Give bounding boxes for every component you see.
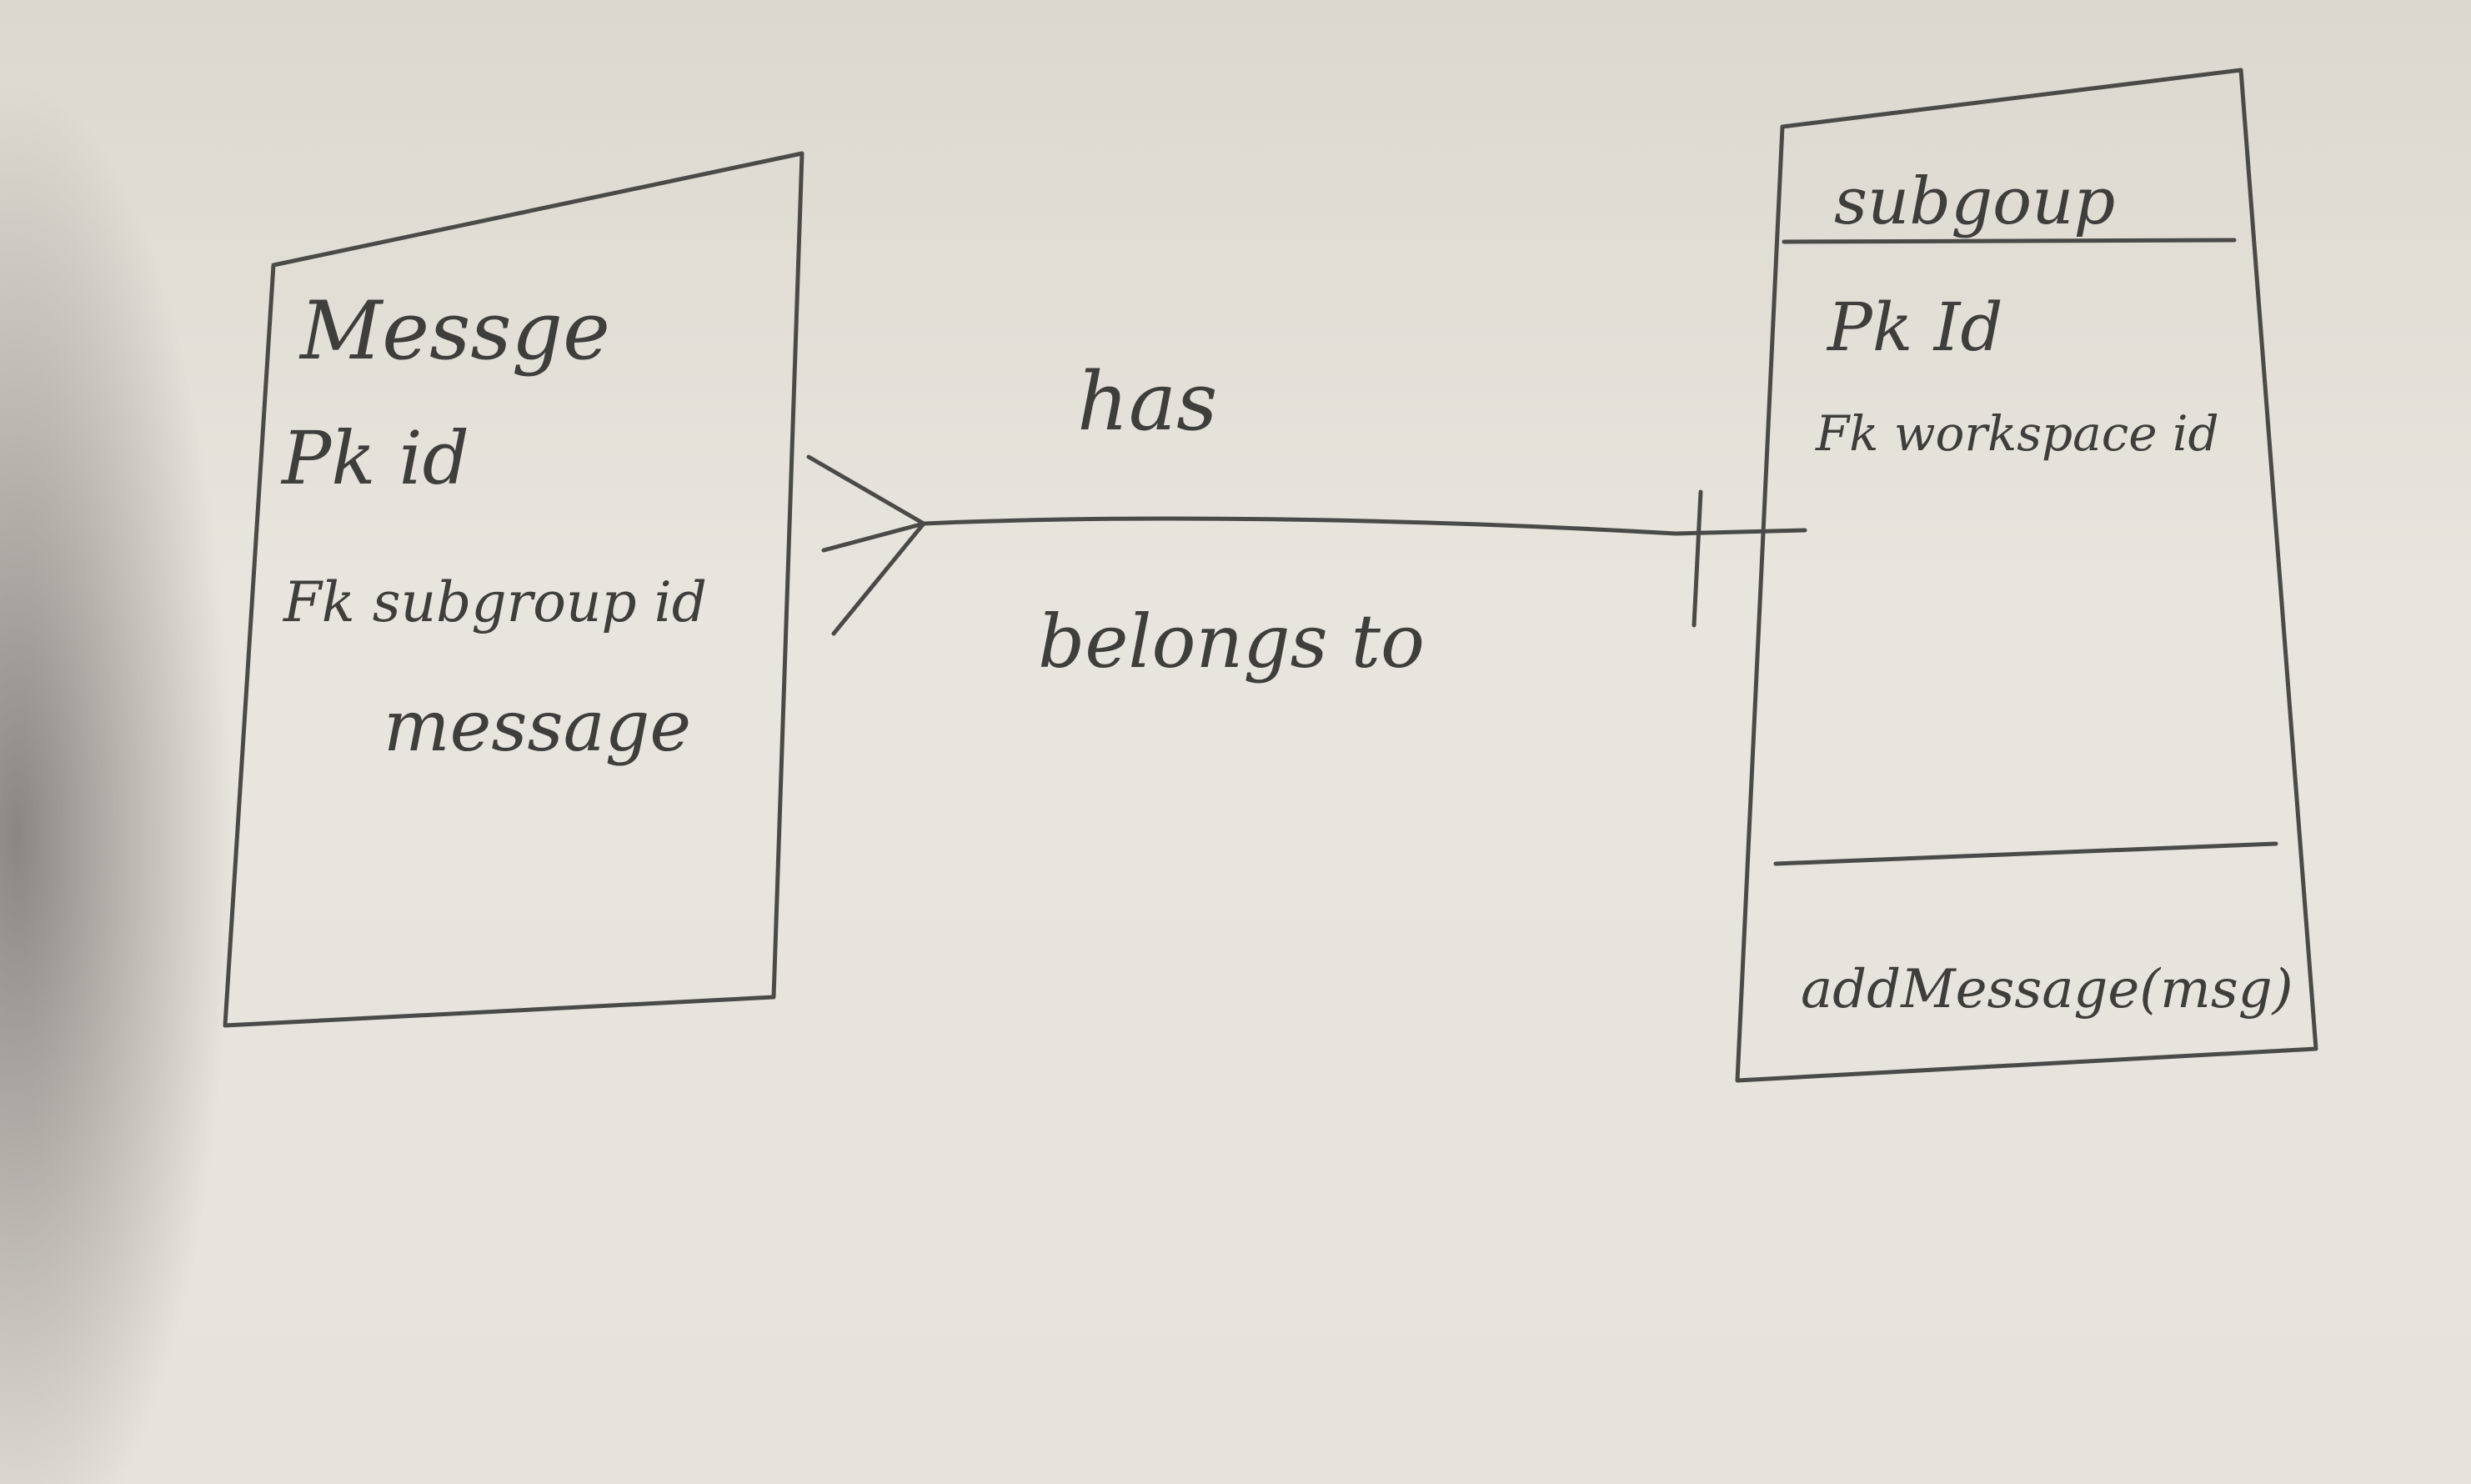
entity-subgroup-title: subgoup bbox=[1834, 164, 2115, 239]
entity-message-title: Messge bbox=[298, 284, 610, 378]
entity-subgroup: subgoup Pk Id Fk workspace id addMessage… bbox=[1735, 68, 2318, 1083]
entity-subgroup-box bbox=[1735, 68, 2318, 1083]
entity-subgroup-title-divider bbox=[1782, 238, 2237, 244]
entity-subgroup-attr-fk: Fk workspace id bbox=[1815, 405, 2219, 462]
entity-message-box bbox=[223, 151, 804, 1028]
one-bar-marker bbox=[1692, 489, 1703, 628]
relationship: has belongs to bbox=[806, 355, 1807, 684]
crows-foot-many-marker bbox=[806, 454, 926, 636]
entity-message-attr-pk: Pk id bbox=[280, 415, 469, 501]
entity-subgroup-method: addMessage(msg) bbox=[1801, 959, 2293, 1020]
relationship-lower-label: belongs to bbox=[1038, 599, 1425, 684]
entity-subgroup-attr-pk: Pk Id bbox=[1826, 288, 2003, 366]
relationship-upper-label: has bbox=[1077, 355, 1217, 449]
entity-message-attr-message: message bbox=[383, 685, 691, 767]
entity-subgroup-method-divider bbox=[1773, 841, 2278, 866]
entity-message: Messge Pk id Fk subgroup id message bbox=[223, 151, 804, 1028]
relationship-line bbox=[921, 516, 1807, 536]
entity-message-attr-fk: Fk subgroup id bbox=[283, 570, 707, 634]
